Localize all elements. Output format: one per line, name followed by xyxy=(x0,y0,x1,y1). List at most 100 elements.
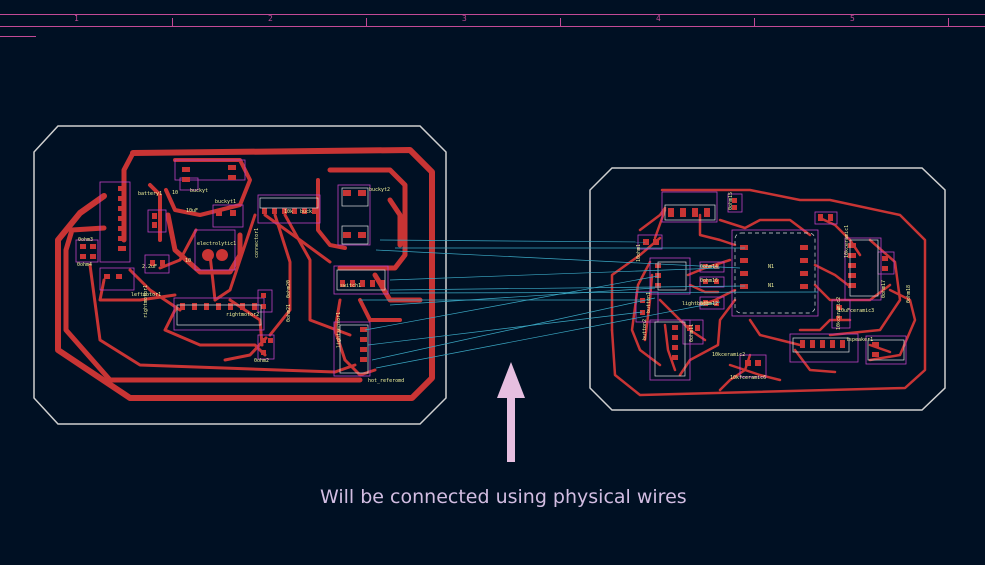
ref-label: 0ohm17 xyxy=(881,280,887,298)
left-board-footprints[interactable] xyxy=(75,159,389,377)
ref-label: buckyt2 xyxy=(369,187,390,193)
10kfceramic6-footprint xyxy=(739,354,767,378)
ref-label: lightbaft xyxy=(682,301,709,307)
0ohm20-footprint xyxy=(257,289,273,313)
ruler-tick xyxy=(560,18,561,26)
right-board-reference-labels: 0ohm15 10ohm1 10kceramic1 N1 N1 0ohm14 0… xyxy=(636,192,912,381)
ref-label: 0ohm11 xyxy=(689,324,695,342)
ruler-tick xyxy=(366,18,367,26)
ruler-tick xyxy=(754,18,755,26)
battery-connector-footprint xyxy=(99,181,131,263)
0ohm11-footprint xyxy=(682,319,704,345)
ref-label: N1 xyxy=(768,264,774,270)
ref-label: 0ohm14 xyxy=(700,264,718,270)
leftmotor-footprint xyxy=(144,254,170,274)
electrolytic-capacitor-footprint xyxy=(194,229,236,271)
ruler-tick xyxy=(172,18,173,26)
ref-label: 0ohm3 xyxy=(78,237,93,243)
ref-label: 10ohm1 xyxy=(636,244,642,262)
0ohm17-footprint xyxy=(844,237,882,301)
10kceramic2-footprint xyxy=(831,299,851,329)
ref-label: 0ohm20 xyxy=(286,280,292,298)
speaker-terminal-footprint xyxy=(865,335,907,365)
ref-label: 10 xyxy=(185,258,191,264)
left-board-pads xyxy=(80,165,385,362)
buck-converter-footprint xyxy=(174,159,246,181)
ruler-line-bottom xyxy=(0,26,985,27)
ruler-zone-label: 3 xyxy=(462,14,467,23)
ref-label: 0ohm21 xyxy=(286,304,292,322)
ruler-zone-label: 2 xyxy=(268,14,273,23)
motor-driver-footprint xyxy=(173,297,265,331)
ref-label: 10uFceramic3 xyxy=(838,308,874,314)
ruler-line-top xyxy=(0,14,985,15)
ref-label: 10kceramic1 xyxy=(844,225,850,258)
ref-label: battery1 xyxy=(138,191,162,197)
right-board-edge-cuts xyxy=(589,167,946,411)
ref-label: 10kceramic2 xyxy=(836,297,842,330)
ruler-zone-label: 1 xyxy=(74,14,79,23)
0ohm16-footprint xyxy=(699,276,725,288)
ref-label: buckyt xyxy=(190,188,208,194)
left-board-silkscreen-outlines xyxy=(176,187,386,374)
capacitor-footprint xyxy=(147,209,167,233)
ref-label: 0ohm15 xyxy=(728,192,734,210)
ruler-zone-label: 5 xyxy=(850,14,855,23)
left-board[interactable] xyxy=(33,125,447,425)
button2-footprint xyxy=(635,291,659,323)
ref-label: buck xyxy=(300,209,312,215)
ref-label: connector1 xyxy=(254,228,260,258)
ruler-tick xyxy=(948,18,949,26)
ref-label: button2 xyxy=(642,319,648,340)
ref-label: 10kceramic2 xyxy=(712,352,745,358)
ref-label: N1 xyxy=(768,283,774,289)
ref-label: button1 xyxy=(646,292,652,313)
0ohm12-footprint xyxy=(699,296,725,310)
ref-label: 0ohm18 xyxy=(906,285,912,303)
ref-label: 0ohm16 xyxy=(700,278,718,284)
ref-label: 0ohm4 xyxy=(77,262,92,268)
rightmotor-footprint xyxy=(99,267,135,291)
ref-label: switch1 xyxy=(340,283,361,289)
0ohm3-footprint xyxy=(75,239,99,263)
switch-footprint xyxy=(333,265,389,295)
lightbaft-footprint xyxy=(649,319,691,381)
ruler-zone-label: 4 xyxy=(656,14,661,23)
ruler-marker xyxy=(0,36,36,37)
button1-footprint xyxy=(649,257,691,295)
left-board-reference-labels: 0ohm3 0ohm4 battery1 10 buckyt 10 2.2uF … xyxy=(77,187,404,384)
ref-label: hot_referomd xyxy=(368,378,404,384)
connector-footprint xyxy=(257,194,321,224)
ref-label: rightmotor2 xyxy=(226,312,259,318)
ref-label: leftmotor1 xyxy=(131,292,161,298)
ref-label: electrolytic1 xyxy=(197,241,236,247)
right-board-silkscreen-outlines xyxy=(654,204,905,377)
ref-label: 0ohm2 xyxy=(254,358,269,364)
buckyt1-footprint xyxy=(212,204,244,228)
0ohm15-footprint xyxy=(661,191,718,223)
left-board-edge-cuts xyxy=(33,125,447,425)
top-ruler: 1 2 3 4 5 xyxy=(0,0,985,37)
ref-label: 2.2uF xyxy=(142,264,157,270)
annotation-arrow xyxy=(497,362,525,462)
ref-label: buckyt1 xyxy=(215,199,236,205)
annotation-text: Will be connected using physical wires xyxy=(320,486,687,508)
ref-label: rightmotor1 xyxy=(143,285,149,318)
ref-label: 10 xyxy=(172,190,178,196)
ref-label: 10k xyxy=(284,209,293,215)
10kceramic1-footprint xyxy=(814,211,838,225)
ref-label: 10kfceramic6 xyxy=(730,375,766,381)
10ohm1-footprint xyxy=(727,193,743,213)
0ohm2-footprint xyxy=(257,334,275,360)
ic-n1-footprint xyxy=(731,229,819,317)
buck-module-footprint xyxy=(337,184,371,246)
right-board-footprints[interactable] xyxy=(635,191,907,381)
ref-label: lightsensor1 xyxy=(336,312,342,348)
ratsnest-lines xyxy=(360,239,819,369)
ref-label: 10uF xyxy=(186,208,198,214)
ref-label: 0ohm12 xyxy=(700,301,718,307)
ref-label: tspeaker1 xyxy=(846,337,873,343)
lightsensor-footprint xyxy=(333,321,371,377)
